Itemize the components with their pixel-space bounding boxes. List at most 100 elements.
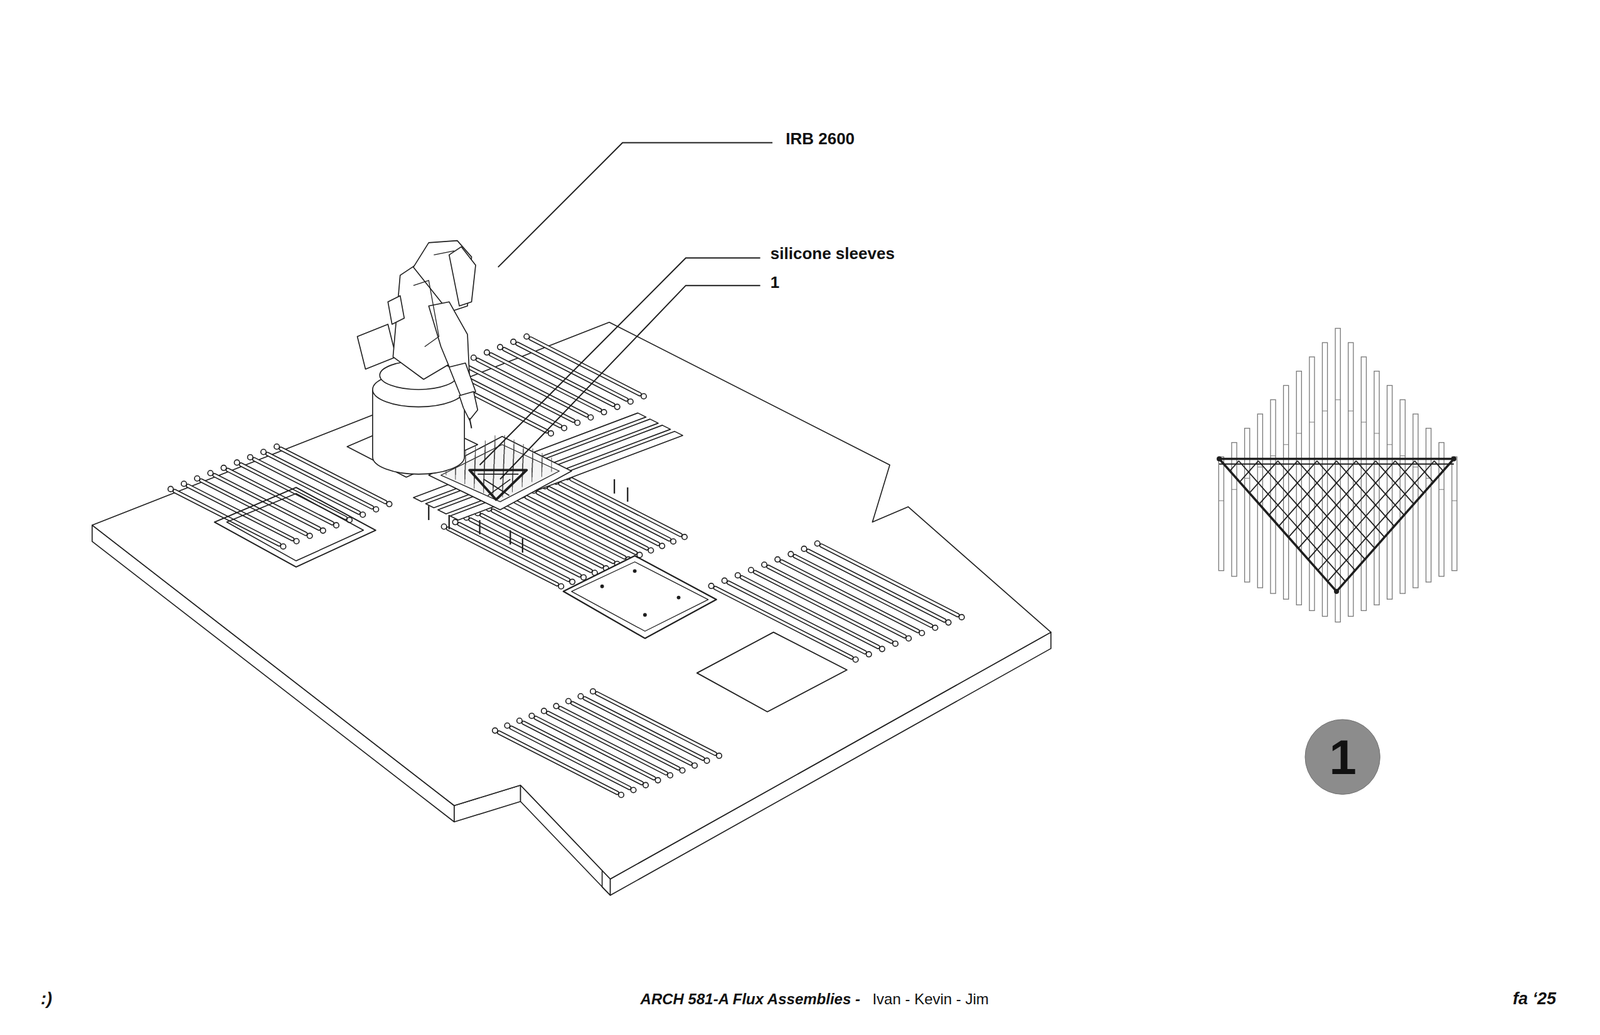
- slot-bolt: [577, 693, 583, 699]
- slot-bolt: [320, 528, 326, 534]
- sleeve-joint: [1387, 444, 1393, 445]
- rail: [437, 425, 671, 514]
- slot-bolt: [788, 551, 794, 557]
- slot-bolt: [667, 773, 673, 779]
- motor-box: [449, 246, 476, 306]
- peg: [542, 453, 543, 468]
- slot-bolt: [587, 414, 593, 420]
- slot-bolt: [168, 486, 174, 492]
- detail-view: [1216, 328, 1457, 622]
- slot-bolt: [261, 449, 267, 455]
- slot-bolt: [932, 625, 938, 631]
- slot-outline: [174, 491, 279, 545]
- slot-rows: [168, 333, 965, 798]
- peg: [474, 445, 476, 460]
- plate-bolt: [633, 569, 637, 573]
- slot-bolt: [293, 538, 299, 544]
- slot-bolt: [630, 787, 636, 793]
- sleeve-joint: [1348, 410, 1354, 412]
- table-leg: [522, 538, 524, 553]
- weave-strand: [1288, 461, 1357, 538]
- slot-inner: [715, 587, 852, 658]
- course-title: ARCH 581-A Flux Assemblies -: [640, 990, 861, 1009]
- sleeve-joint: [1296, 432, 1302, 434]
- slot-bolt: [628, 399, 634, 405]
- slot-bolt: [484, 350, 490, 356]
- callout-circle: 1: [1304, 719, 1381, 795]
- sleeve-joint: [1374, 432, 1380, 434]
- triangle-frame: [1219, 459, 1454, 592]
- tool-tip: [469, 418, 472, 429]
- silicone-sleeve: [1374, 371, 1380, 606]
- slot-bolt: [280, 544, 286, 550]
- slot-bolt: [441, 523, 447, 529]
- slot-bolt: [306, 533, 312, 539]
- leader-line: [498, 143, 773, 268]
- silicone-sleeve: [1231, 442, 1237, 577]
- slot-bolt: [565, 698, 571, 704]
- triangle-weave: [477, 473, 519, 475]
- plates: [214, 487, 848, 713]
- slot-bolt: [528, 713, 534, 719]
- slot-inner: [477, 360, 587, 416]
- slot-bolt: [704, 757, 710, 763]
- slot-bolt: [590, 688, 596, 694]
- slot-bolt: [679, 768, 685, 774]
- slot-inner: [530, 338, 640, 395]
- slot-outline: [728, 582, 865, 653]
- slot-bolt: [581, 574, 587, 580]
- end-effector: [459, 391, 478, 421]
- leader-line: [480, 257, 761, 465]
- slot-bolt: [333, 522, 339, 528]
- slot-bolt: [721, 577, 727, 583]
- motor-box: [387, 295, 405, 325]
- slab-top: [92, 322, 1051, 880]
- slot-bolt: [641, 393, 647, 399]
- sleeve-joint: [1257, 466, 1263, 468]
- slot-outline: [511, 727, 630, 789]
- frame-node: [1216, 456, 1222, 462]
- slot-bolt: [852, 656, 858, 662]
- frame-outer: [214, 487, 376, 568]
- slot-bolt: [735, 572, 741, 578]
- frame-inner: [226, 493, 364, 561]
- motor-box: [357, 324, 396, 370]
- square-plate: [563, 555, 717, 639]
- triangle-frame: [1219, 463, 1454, 465]
- slot-bolt: [692, 762, 698, 768]
- slot-bolt: [574, 420, 580, 426]
- leader-line: [500, 285, 761, 480]
- slot-bolt: [194, 476, 200, 482]
- table-leg: [626, 487, 629, 502]
- slot-bolt: [659, 543, 665, 549]
- slot-bolt: [879, 646, 885, 652]
- slot-outline: [477, 360, 587, 416]
- slot-bolt: [181, 481, 187, 487]
- sleeve-joint: [1399, 455, 1405, 457]
- slot-bolt: [247, 454, 253, 460]
- slot-bolt: [670, 538, 676, 544]
- slot-bolt: [452, 519, 458, 525]
- slot-bolt: [814, 540, 820, 546]
- sleeve-joint: [1244, 478, 1250, 479]
- silicone-sleeve: [1335, 328, 1341, 622]
- slot-bolt: [648, 547, 654, 553]
- robot-irb-2600: [357, 240, 478, 475]
- slot-bolt: [708, 583, 714, 589]
- slot-inner: [464, 365, 574, 422]
- weave-strand: [1259, 461, 1298, 505]
- slot-outline: [490, 354, 600, 411]
- weave-strand: [1355, 461, 1404, 516]
- slot-bolt: [497, 344, 503, 350]
- slot-bolt: [892, 641, 898, 647]
- slot-outline: [448, 528, 558, 585]
- sleeve-joint: [1438, 489, 1444, 491]
- slot-bolt: [523, 333, 529, 339]
- slot-bolt: [601, 409, 607, 415]
- sleeve-joint: [1322, 410, 1328, 412]
- weave-strand: [1317, 461, 1415, 571]
- slot-bolt: [945, 619, 951, 625]
- silicone-sleeve: [1451, 456, 1457, 571]
- plate-bolt: [643, 613, 647, 617]
- slot-bolt: [471, 355, 477, 361]
